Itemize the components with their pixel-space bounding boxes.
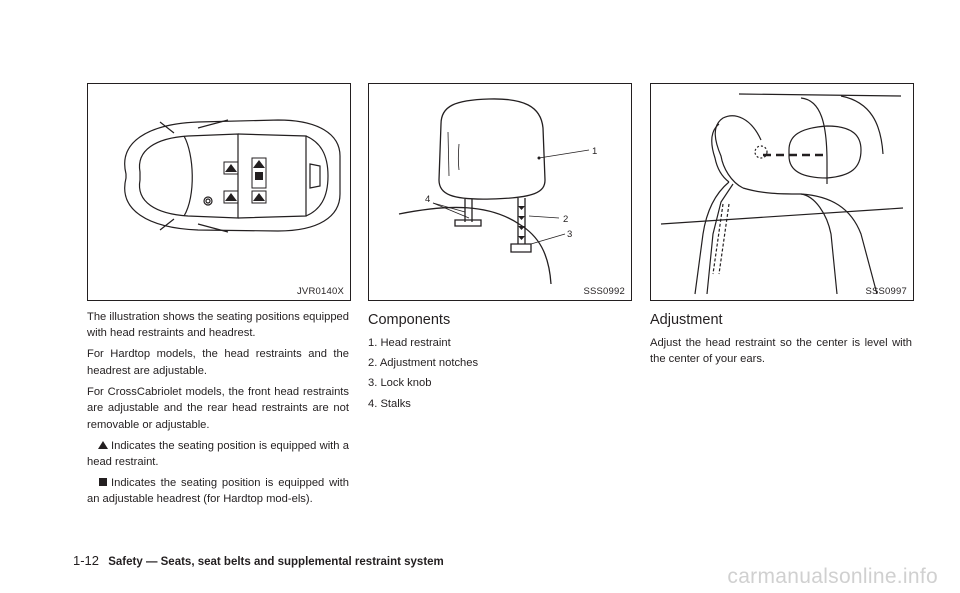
list-item: 4. Stalks	[368, 397, 411, 410]
paragraph: The illustration shows the seating posit…	[87, 311, 349, 340]
figure-code: SSS0992	[583, 286, 625, 297]
car-top-view-illustration	[124, 119, 341, 233]
figure-components: 1 2 3 4 SSS0992	[368, 83, 632, 301]
callout-1: 1	[592, 146, 597, 157]
list-item: 2. Adjustment notches	[368, 357, 479, 370]
square-icon	[99, 478, 107, 487]
figure-adjustment: SSS0997	[650, 83, 914, 301]
driver-adjustment-illustration	[660, 93, 904, 295]
page-number: 1-12	[73, 553, 100, 568]
column-seating: The illustration shows the seating posit…	[87, 309, 349, 512]
paragraph: For CrossCabriolet models, the front hea…	[87, 385, 349, 431]
callout-4: 4	[425, 194, 430, 205]
callout-2: 2	[563, 214, 568, 225]
figure-code: JVR0140X	[296, 286, 344, 297]
callout-3: 3	[567, 229, 572, 240]
triangle-icon	[98, 440, 108, 449]
legend-text: Indicates the seating position is equipp…	[87, 477, 349, 506]
legend-triangle: Indicates the seating position is equipp…	[87, 438, 349, 471]
components-list: 1. Head restraint 2. Adjustment notches …	[368, 335, 630, 412]
figure-code: SSS0997	[865, 286, 907, 297]
watermark: carmanualsonline.info	[727, 565, 938, 588]
column-components: Components 1. Head restraint 2. Adjustme…	[368, 311, 630, 416]
section-title: Safety — Seats, seat belts and supplemen…	[108, 556, 444, 568]
section-heading: Components	[368, 312, 451, 328]
column-adjustment: Adjustment Adjust the head restraint so …	[650, 311, 912, 372]
paragraph: Adjust the head restraint so the center …	[650, 337, 912, 366]
page-footer: 1-12 Safety — Seats, seat belts and supp…	[73, 553, 444, 568]
paragraph: For Hardtop models, the head restraints …	[87, 348, 349, 377]
figure-seating-positions: JVR0140X	[87, 83, 351, 301]
section-heading: Adjustment	[650, 312, 723, 328]
legend-text: Indicates the seating position is equipp…	[87, 439, 349, 469]
list-item: 3. Lock knob	[368, 377, 432, 390]
list-item: 1. Head restraint	[368, 337, 451, 349]
legend-square: Indicates the seating position is equipp…	[87, 475, 349, 508]
head-restraint-illustration: 1 2 3 4	[398, 98, 597, 285]
